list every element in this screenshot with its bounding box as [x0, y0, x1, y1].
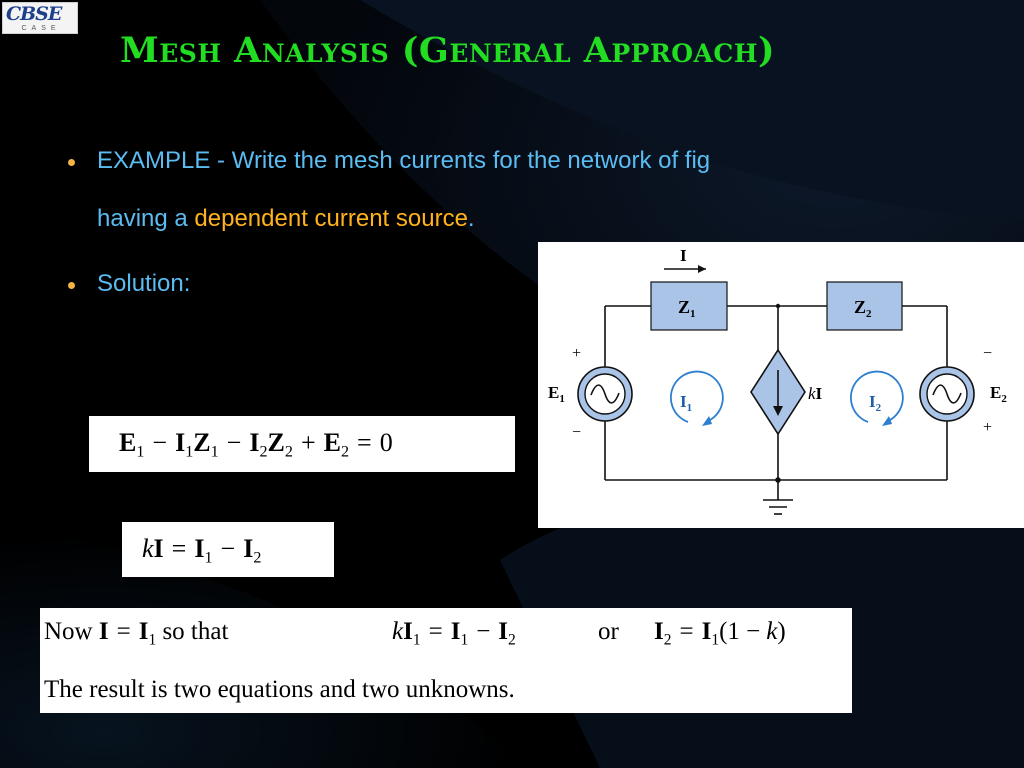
z2-impedance-box: [826, 281, 903, 331]
example-end: .: [467, 205, 475, 232]
z2-label: Z2: [854, 297, 872, 320]
circuit-diagram-panel: Z1 Z2 I + − E1 − + E2 kI I1 I2: [538, 242, 1024, 528]
solution-label: Solution:: [97, 270, 191, 297]
mesh-current-i2-arrow: [850, 370, 904, 423]
result-text: The result is two equations and two unkn…: [44, 676, 515, 703]
example-line-2: having a dependent current source.: [97, 205, 475, 233]
node-dot: [775, 303, 781, 309]
bullet-icon: [68, 282, 75, 289]
kvl-equation: E1−I1Z1−I2Z2+E2=0: [119, 428, 393, 461]
logo-mark: CBSE: [6, 3, 62, 25]
example-line-1: EXAMPLE - Write the mesh currents for th…: [97, 147, 710, 175]
logo: CBSE CASE: [2, 2, 78, 34]
z1-label: Z1: [678, 297, 696, 320]
or-word: or: [598, 618, 619, 645]
current-label: I: [680, 246, 687, 265]
example-prefix: EXAMPLE -: [97, 147, 232, 174]
e2-plus: +: [983, 419, 992, 436]
constraint-equation-panel: kI=I1−I2: [122, 522, 334, 577]
slide-title: Mesh Analysis (General Approach): [120, 30, 776, 71]
ki-label: kI: [808, 384, 823, 403]
e1-plus: +: [572, 345, 581, 362]
now-equation-line: Now I=I1 so that: [44, 618, 229, 649]
circuit-diagram: Z1 Z2 I + − E1 − + E2 kI I1 I2: [548, 246, 1007, 515]
e2-label: E2: [990, 383, 1007, 405]
result-panel: Now I=I1 so that kI1=I1−I2 or I2=I1(1 −k…: [40, 608, 852, 713]
i1-label: I1: [680, 392, 692, 414]
dependent-source-highlight: dependent current source: [194, 205, 468, 232]
example-line2-start: having a: [97, 205, 195, 232]
e1-minus: −: [572, 424, 581, 441]
e1-label: E1: [548, 383, 565, 405]
i2-label: I2: [869, 392, 882, 414]
bullet-icon: [68, 159, 75, 166]
mesh-current-i1-arrow: [670, 370, 724, 423]
i2-equation: I2=I1(1 −k): [654, 618, 786, 649]
kvl-equation-panel: E1−I1Z1−I2Z2+E2=0: [89, 416, 515, 472]
ac-wave-icon: [590, 384, 620, 404]
k-equation: kI1=I1−I2: [392, 618, 516, 649]
node-dot: [775, 477, 781, 483]
logo-subtitle: CASE: [21, 25, 61, 32]
ac-wave-icon: [932, 384, 962, 404]
z1-impedance-box: [650, 281, 728, 331]
e2-minus: −: [983, 345, 992, 362]
example-text: Write the mesh currents for the network …: [231, 147, 711, 174]
constraint-equation: kI=I1−I2: [142, 534, 262, 567]
